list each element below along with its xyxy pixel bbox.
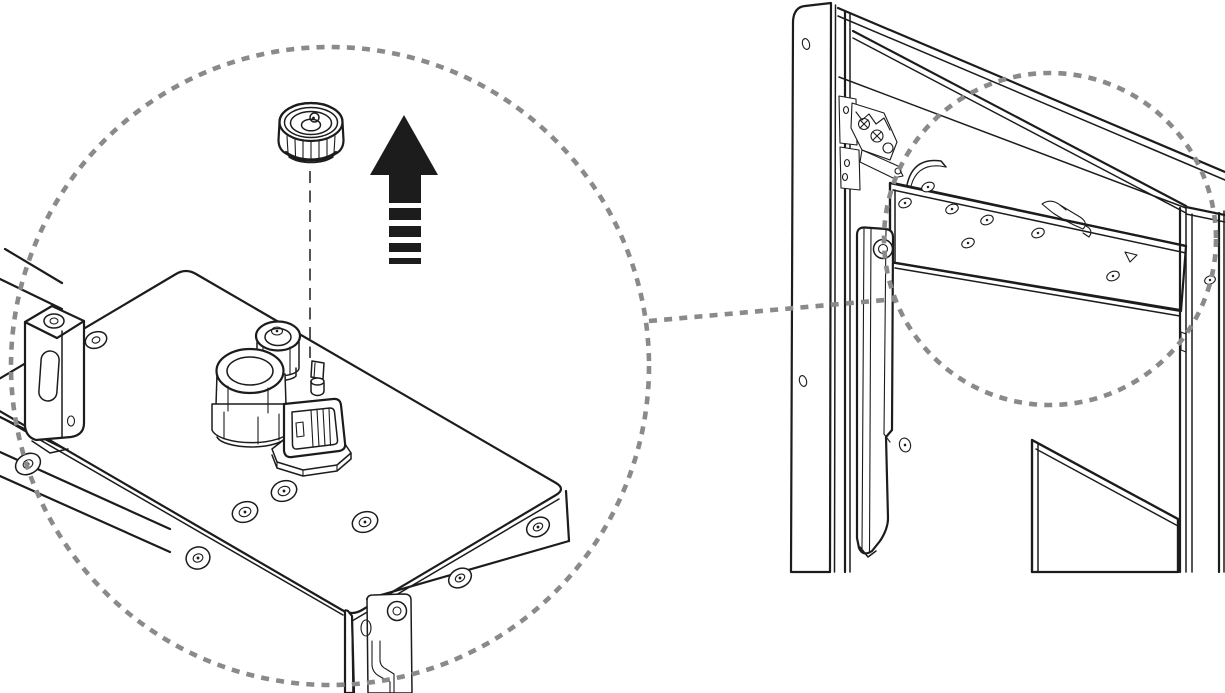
bar-screws [898, 181, 1120, 282]
direction-arrow-up [370, 115, 438, 264]
large-cable-gland [211, 347, 292, 448]
l-bracket-with-slot [23, 304, 86, 454]
arrow-dash-bar [389, 226, 421, 237]
bracket-slot [38, 350, 60, 402]
arrow-head [370, 115, 438, 175]
screw-head [84, 330, 108, 350]
cabinet-side-panel [789, 1, 837, 574]
door-hinge [838, 95, 904, 191]
arrow-dash-bar [389, 243, 421, 252]
screw-head [1204, 275, 1216, 285]
cap-knurl-ribs [286, 135, 336, 160]
detail-callout-circle [8, 44, 652, 688]
lower-back-panel [1030, 438, 1180, 574]
callout-leader-line [648, 296, 897, 324]
knurled-cap [277, 101, 345, 164]
sheet-metal-flap [906, 159, 947, 187]
bracket-screw [43, 313, 65, 329]
top-frame-beam [836, 6, 1225, 214]
screw-head [447, 567, 473, 589]
detail-callout-view [0, 44, 652, 693]
door-stay [855, 226, 912, 558]
screw-head [351, 510, 379, 534]
context-view [789, 1, 1225, 574]
electronics-enclosure [0, 269, 571, 693]
screw-head [898, 437, 912, 453]
screw-head [185, 546, 211, 570]
screw-head [270, 479, 298, 503]
frame-upright [843, 10, 851, 574]
source-callout-circle [881, 70, 1219, 408]
screw-head [231, 500, 259, 524]
corner-bracket [360, 593, 413, 693]
cap-center-detail [309, 112, 320, 123]
mounting-stud [310, 360, 325, 397]
arrow-dash-bar [389, 258, 421, 264]
frame-right-edge [1178, 205, 1225, 574]
mounting-bar [888, 181, 1188, 317]
screw-head [525, 516, 551, 538]
screw-head [386, 600, 408, 622]
screw-head [360, 619, 372, 637]
arrow-shaft [389, 173, 421, 203]
arrow-dash-bar [389, 208, 421, 220]
panel-hole [801, 38, 811, 50]
panel-hole [798, 375, 808, 387]
latch-detail [1041, 200, 1138, 263]
square-connector-socket [271, 397, 352, 477]
